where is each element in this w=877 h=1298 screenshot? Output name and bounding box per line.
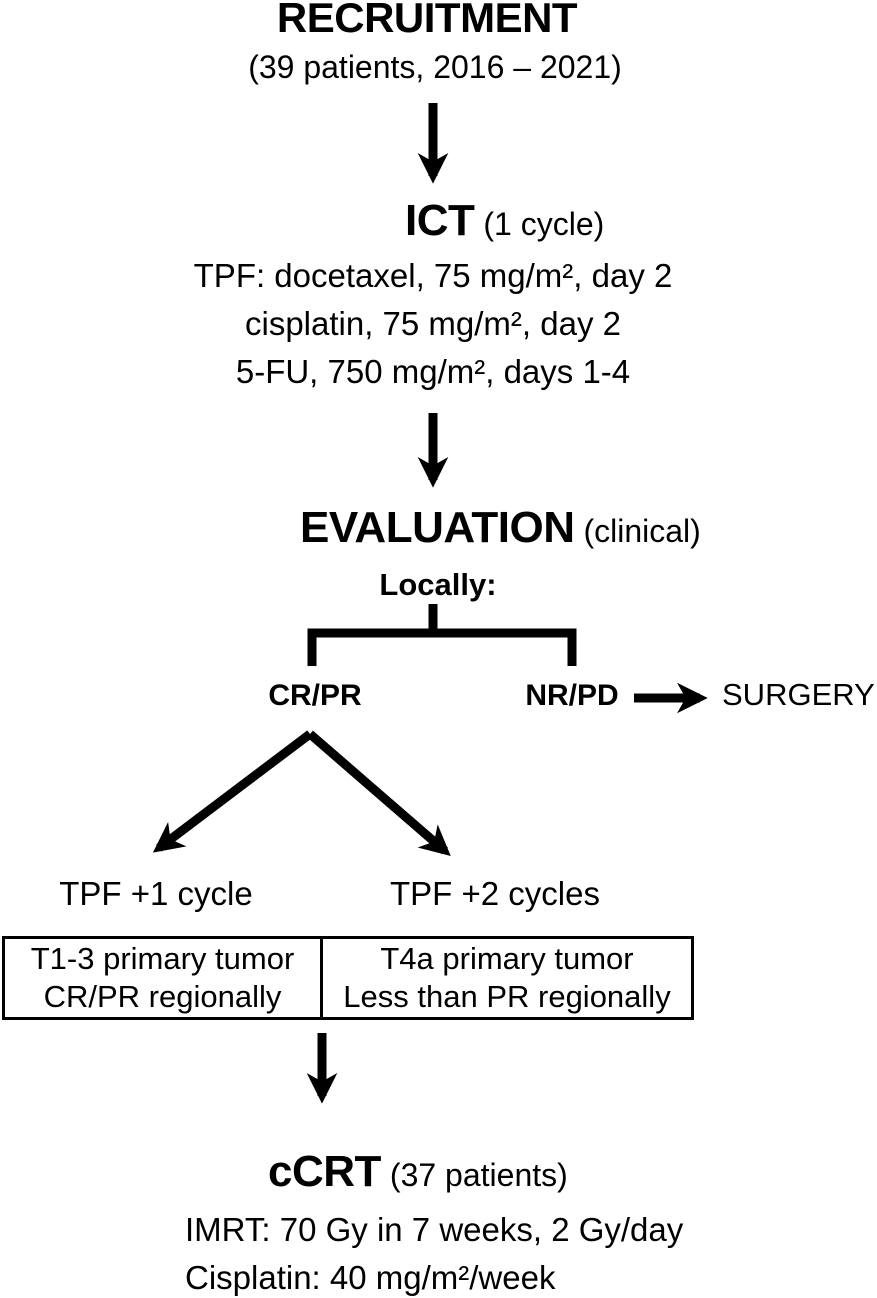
recruitment-title: RECRUITMENT <box>276 0 578 41</box>
recruitment-subtitle: (39 patients, 2016 – 2021) <box>248 49 622 85</box>
criteria-right-line: Less than PR regionally <box>343 979 671 1014</box>
ccrt-detail-line: Cisplatin: 40 mg/m²/week <box>185 1259 556 1296</box>
ccrt-heading: cCRT(37 patients) <box>268 1147 568 1196</box>
evaluation-split-bracket <box>307 628 577 666</box>
locally-label: Locally: <box>379 567 497 602</box>
ict-regimen-line: cisplatin, 75 mg/m², day 2 <box>244 305 621 342</box>
ict-regimen: TPF: docetaxel, 75 mg/m², day 2 cisplati… <box>194 252 673 396</box>
criteria-cell-left: T1-3 primary tumor CR/PR regionally <box>5 939 323 1017</box>
ccrt-detail-line: IMRT: 70 Gy in 7 weeks, 2 Gy/day <box>185 1211 684 1248</box>
criteria-left-line: CR/PR regionally <box>43 979 282 1014</box>
criteria-right-line: T4a primary tumor <box>380 941 634 976</box>
criteria-cell-right: T4a primary tumor Less than PR regionall… <box>323 939 691 1017</box>
criteria-table: T1-3 primary tumor CR/PR regionally T4a … <box>2 936 694 1020</box>
tpf-plus1-label: TPF +1 cycle <box>59 875 253 912</box>
ict-regimen-line: TPF: docetaxel, 75 mg/m², day 2 <box>193 257 673 294</box>
ccrt-details: IMRT: 70 Gy in 7 weeks, 2 Gy/day Cisplat… <box>185 1206 683 1298</box>
surgery-label: SURGERY <box>722 677 875 712</box>
ccrt-subtitle: (37 patients) <box>389 1157 568 1193</box>
ict-subtitle: (1 cycle) <box>483 206 605 242</box>
crpr-label: CR/PR <box>268 679 362 712</box>
ict-heading: ICT(1 cycle) <box>405 196 604 245</box>
evaluation-subtitle: (clinical) <box>583 513 701 549</box>
nrpd-label: NR/PD <box>525 679 619 712</box>
evaluation-title: EVALUATION <box>300 503 575 552</box>
tpf-plus2-label: TPF +2 cycles <box>390 875 600 912</box>
criteria-left-line: T1-3 primary tumor <box>30 941 295 976</box>
ict-title: ICT <box>405 196 475 245</box>
arrow-crpr-to-tpf2 <box>307 730 451 857</box>
arrow-crpr-to-tpf1 <box>152 730 313 853</box>
ict-regimen-line: 5-FU, 750 mg/m², days 1-4 <box>235 353 631 390</box>
evaluation-heading: EVALUATION(clinical) <box>300 503 701 552</box>
ccrt-title: cCRT <box>268 1147 381 1196</box>
